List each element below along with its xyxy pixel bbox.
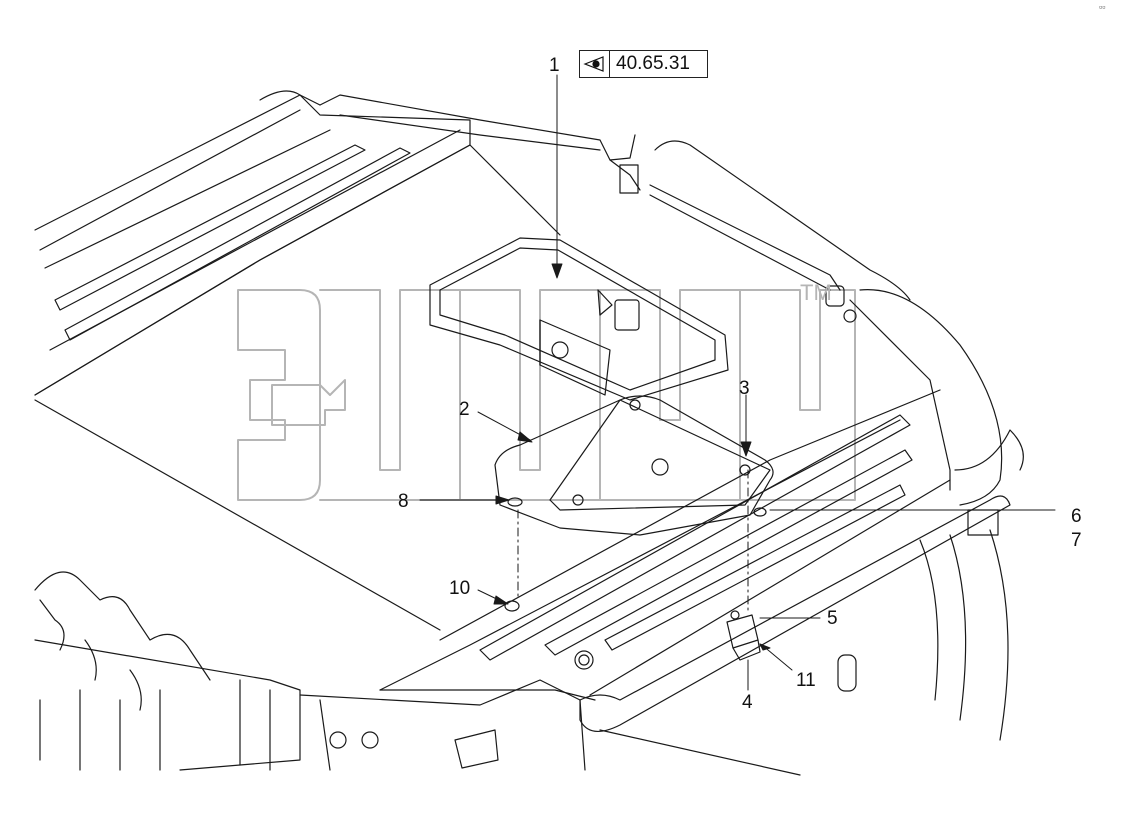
right-roof-panel (379, 299, 951, 701)
callout-3: 3 (739, 378, 750, 399)
cover-item-2 (494, 395, 774, 536)
view-direction-eye-icon (580, 51, 610, 77)
leader-lines (419, 74, 1056, 691)
corner-mark: ▫▫ (1099, 2, 1106, 12)
callout-10: 10 (449, 578, 471, 599)
watermark-logo (237, 289, 856, 501)
fasteners (504, 285, 857, 661)
callout-7: 7 (1071, 530, 1082, 551)
callout-4: 4 (742, 692, 753, 713)
watermark-trademark: TM (800, 280, 832, 305)
rear-rail (319, 94, 911, 301)
reference-box: 40.65.31 (579, 50, 708, 78)
reference-code: 40.65.31 (616, 53, 690, 74)
callout-8: 8 (398, 491, 409, 512)
callout-1: 1 (549, 55, 560, 76)
front-left-grill (34, 571, 801, 776)
callout-2: 2 (459, 399, 470, 420)
housing-item-1 (429, 237, 729, 401)
callout-6: 6 (1071, 506, 1082, 527)
callout-11: 11 (796, 670, 816, 691)
left-roof-panel (34, 90, 561, 631)
front-right-tube (579, 289, 1024, 741)
callout-5: 5 (827, 608, 838, 629)
